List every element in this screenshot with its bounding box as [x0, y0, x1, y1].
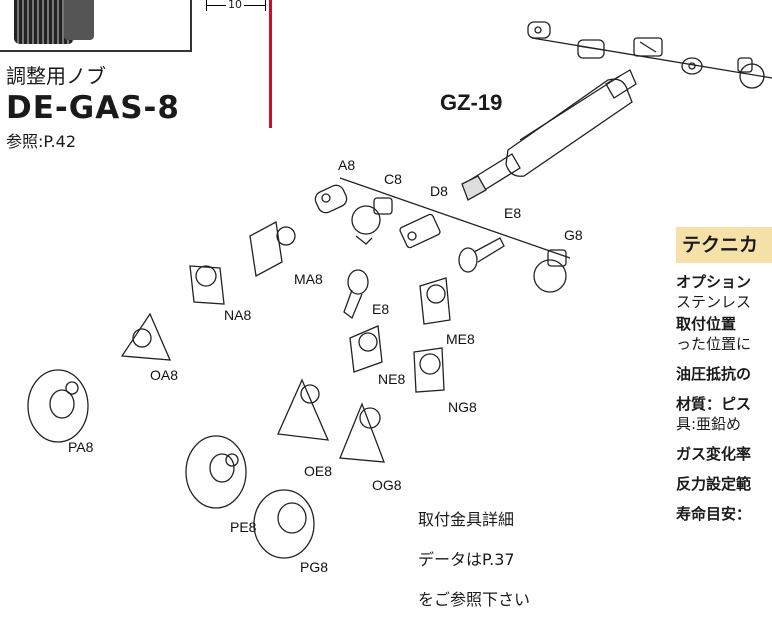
label-NE8: NE8 [378, 371, 405, 387]
lower-fittings-guide [339, 177, 571, 259]
gas-spring-model: GZ-19 [440, 90, 503, 115]
label-PE8: PE8 [230, 519, 257, 535]
top-fittings-guide [531, 37, 772, 79]
tech-line-lifespan: 寿命目安： [676, 505, 752, 523]
fitting-C8-icon [351, 197, 393, 245]
label-ME8: ME8 [446, 331, 475, 347]
label-A8: A8 [338, 157, 355, 173]
dimension-value: 10 [226, 0, 244, 11]
detail-note-line-3: をご参照下さい [418, 590, 531, 609]
tech-line-material: 材質：ピス [676, 395, 752, 413]
gas-spring-body-icon [461, 69, 637, 201]
fitting-NE8-icon [349, 325, 383, 373]
tech-line-stainless: ステンレス [676, 293, 752, 311]
fitting-ME8-icon [419, 277, 451, 325]
label-E8-upper: E8 [504, 205, 521, 221]
knob-reference: 参照:P.42 [6, 132, 76, 151]
label-PG8: PG8 [300, 559, 328, 575]
label-D8: D8 [430, 183, 448, 199]
fitting-G8-icon [533, 249, 567, 293]
label-NA8: NA8 [224, 307, 251, 323]
label-MA8: MA8 [294, 271, 323, 287]
label-NG8: NG8 [448, 399, 477, 415]
fitting-NG8-icon [413, 347, 445, 393]
label-PA8: PA8 [68, 439, 94, 455]
tech-line-hydraulic: 油圧抵抗の [676, 365, 752, 383]
label-OA8: OA8 [150, 367, 178, 383]
fitting-PE8-icon [185, 435, 247, 509]
label-OE8: OE8 [304, 463, 332, 479]
knob-model: DE-GAS-8 [6, 90, 180, 126]
top-fitting-5-icon [737, 57, 765, 89]
top-fitting-2-icon [577, 39, 605, 59]
fitting-details-note: 取付金具詳細 データはP.37 をご参照下さい [418, 500, 530, 620]
fitting-PA8-icon [27, 369, 89, 443]
fitting-A8-icon [314, 184, 348, 214]
fitting-MA8-icon [249, 220, 296, 278]
tech-line-mount-detail: った位置に [676, 335, 752, 353]
fitting-NA8-icon [189, 265, 225, 305]
fitting-PG8-icon [253, 489, 315, 559]
label-G8: G8 [564, 227, 583, 243]
detail-note-line-2: データはP.37 [418, 550, 515, 569]
knob-shaft-image [64, 0, 94, 40]
dimension-tick-left [206, 0, 207, 11]
technical-panel: テクニカ オプション ステンレス 取付位置 った位置に 油圧抵抗の 材質：ピス … [676, 220, 772, 608]
top-fitting-1-icon [527, 21, 551, 39]
fitting-E8-lower-icon [343, 269, 369, 320]
section-divider [269, 0, 272, 128]
fitting-OE8-icon [277, 378, 330, 441]
label-C8: C8 [384, 171, 402, 187]
tech-line-options: オプション [676, 273, 752, 291]
label-OG8: OG8 [372, 477, 402, 493]
tech-line-gas-change: ガス変化率 [676, 445, 752, 463]
fitting-D8-icon [399, 213, 441, 249]
top-fitting-4-icon [681, 57, 703, 75]
knob-label: 調整用ノブ [6, 64, 106, 88]
fitting-E8-upper-icon [458, 237, 505, 273]
technical-body: オプション ステンレス 取付位置 った位置に 油圧抵抗の 材質：ピス 具:亜鉛め… [676, 272, 772, 524]
tech-line-mount-position: 取付位置 [676, 315, 737, 333]
detail-note-line-1: 取付金具詳細 [418, 510, 515, 529]
top-fitting-3-icon [633, 37, 663, 57]
fitting-OG8-icon [339, 402, 385, 463]
label-E8-lower: E8 [372, 301, 389, 317]
technical-heading: テクニカ [676, 227, 772, 263]
fitting-OA8-icon [120, 312, 172, 361]
tech-line-force-range: 反力設定範 [676, 475, 752, 493]
tech-line-material-detail: 具:亜鉛め [676, 415, 742, 433]
dimension-tick-right [265, 0, 266, 11]
